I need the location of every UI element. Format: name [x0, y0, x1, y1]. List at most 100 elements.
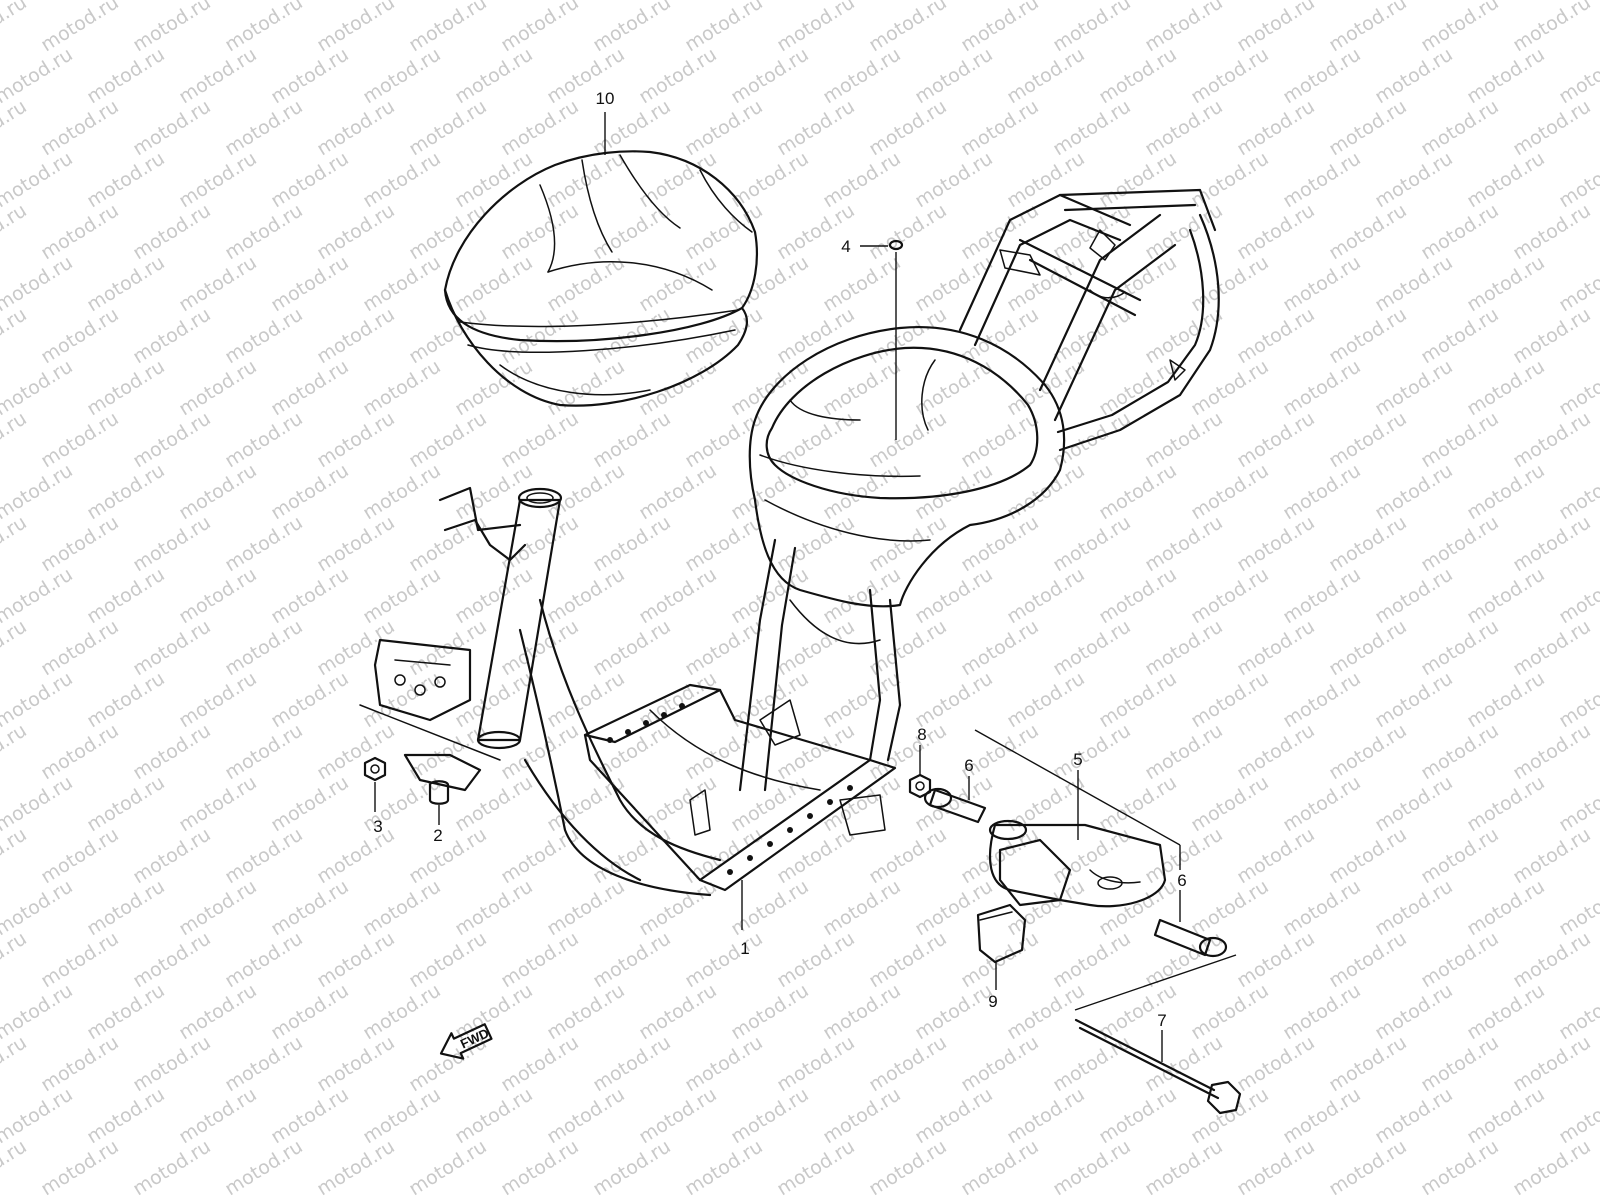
watermark-text: motod.ru: [1049, 823, 1135, 888]
watermark-text: motod.ru: [1279, 147, 1365, 212]
watermark-text: motod.ru: [1279, 355, 1365, 420]
callout-3: 3: [373, 817, 382, 836]
watermark-text: motod.ru: [37, 927, 123, 992]
watermark-text: motod.ru: [175, 251, 261, 316]
watermark-text: motod.ru: [1463, 979, 1549, 1044]
watermark-text: motod.ru: [1049, 1031, 1135, 1096]
watermark-text: motod.ru: [313, 511, 399, 576]
watermark-text: motod.ru: [1509, 823, 1595, 888]
watermark-text: motod.ru: [0, 43, 77, 108]
watermark-text: motod.ru: [267, 251, 353, 316]
watermark-text: motod.ru: [1509, 199, 1595, 264]
watermark-text: motod.ru: [405, 407, 491, 472]
watermark-text: motod.ru: [83, 43, 169, 108]
watermark-text: motod.ru: [221, 719, 307, 784]
watermark-text: motod.ru: [83, 875, 169, 940]
watermark-text: motod.ru: [635, 563, 721, 628]
watermark-text: motod.ru: [1371, 1083, 1457, 1148]
watermark-text: motod.ru: [129, 95, 215, 160]
watermark-text: motod.ru: [359, 771, 445, 836]
watermark-text: motod.ru: [635, 979, 721, 1044]
watermark-text: motod.ru: [1371, 459, 1457, 524]
watermark-text: motod.ru: [267, 43, 353, 108]
watermark-text: motod.ru: [175, 875, 261, 940]
watermark-text: motod.ru: [957, 0, 1043, 56]
watermark-text: motod.ru: [957, 95, 1043, 160]
watermark-text: motod.ru: [451, 43, 537, 108]
watermark-text: motod.ru: [37, 615, 123, 680]
callout-6-left: 6: [964, 756, 973, 775]
watermark-text: motod.ru: [1463, 43, 1549, 108]
watermark-text: motod.ru: [267, 459, 353, 524]
watermark-text: motod.ru: [1279, 43, 1365, 108]
watermark-text: motod.ru: [589, 0, 675, 56]
watermark-text: motod.ru: [0, 303, 31, 368]
watermark-text: motod.ru: [635, 459, 721, 524]
watermark-text: motod.ru: [267, 563, 353, 628]
watermark-text: motod.ru: [1509, 95, 1595, 160]
watermark-text: motod.ru: [221, 0, 307, 56]
watermark-text: motod.ru: [0, 823, 31, 888]
watermark-text: motod.ru: [0, 1083, 77, 1148]
watermark-text: motod.ru: [865, 1031, 951, 1096]
watermark-text: motod.ru: [359, 563, 445, 628]
watermark-text: motod.ru: [175, 1083, 261, 1148]
watermark-text: motod.ru: [1095, 1083, 1181, 1148]
watermark-text: motod.ru: [1141, 0, 1227, 56]
watermark-text: motod.ru: [1325, 0, 1411, 56]
watermark-text: motod.ru: [773, 511, 859, 576]
watermark-text: motod.ru: [1095, 355, 1181, 420]
watermark-text: motod.ru: [1049, 511, 1135, 576]
watermark-text: motod.ru: [497, 0, 583, 56]
watermark-text: motod.ru: [589, 1031, 675, 1096]
watermark-text: motod.ru: [681, 1135, 767, 1200]
watermark-text: motod.ru: [0, 0, 31, 56]
watermark-text: motod.ru: [1003, 979, 1089, 1044]
watermark-text: motod.ru: [1509, 1031, 1595, 1096]
watermark-text: motod.ru: [1003, 355, 1089, 420]
watermark-text: motod.ru: [1417, 615, 1503, 680]
watermark-text: motod.ru: [221, 95, 307, 160]
watermark-text: motod.ru: [1187, 667, 1273, 732]
watermark-text: motod.ru: [1371, 43, 1457, 108]
watermark-text: motod.ru: [497, 927, 583, 992]
watermark-text: motod.ru: [1325, 719, 1411, 784]
watermark-text: motod.ru: [313, 1031, 399, 1096]
watermark-text: motod.ru: [267, 875, 353, 940]
watermark-text: motod.ru: [865, 199, 951, 264]
watermark-text: motod.ru: [1141, 95, 1227, 160]
watermark-text: motod.ru: [819, 875, 905, 940]
watermark-text: motod.ru: [1325, 823, 1411, 888]
watermark-text: motod.ru: [865, 95, 951, 160]
watermark-text: motod.ru: [1233, 927, 1319, 992]
watermark-text: motod.ru: [957, 511, 1043, 576]
watermark-text: motod.ru: [1371, 147, 1457, 212]
watermark-text: motod.ru: [911, 1083, 997, 1148]
watermark-text: motod.ru: [635, 355, 721, 420]
watermark-text: motod.ru: [865, 1135, 951, 1200]
watermark-text: motod.ru: [957, 1135, 1043, 1200]
cover-part: [443, 150, 758, 407]
watermark-text: motod.ru: [83, 563, 169, 628]
watermark-text: motod.ru: [1049, 615, 1135, 680]
watermark-text: motod.ru: [267, 667, 353, 732]
watermark-text: motod.ru: [819, 251, 905, 316]
watermark-text: motod.ru: [1417, 823, 1503, 888]
watermark-text: motod.ru: [359, 43, 445, 108]
watermark-text: motod.ru: [543, 979, 629, 1044]
watermark-text: motod.ru: [911, 979, 997, 1044]
watermark-text: motod.ru: [359, 147, 445, 212]
watermark-text: motod.ru: [0, 407, 31, 472]
watermark-text: motod.ru: [267, 147, 353, 212]
callout-7: 7: [1157, 1011, 1166, 1030]
watermark-text: motod.ru: [451, 147, 537, 212]
watermark-text: motod.ru: [129, 927, 215, 992]
watermark-text: motod.ru: [589, 407, 675, 472]
watermark-text: motod.ru: [1003, 459, 1089, 524]
watermark-text: motod.ru: [957, 407, 1043, 472]
watermark-text: motod.ru: [37, 0, 123, 56]
watermark-text: motod.ru: [0, 927, 31, 992]
watermark-text: motod.ru: [1279, 875, 1365, 940]
watermark-text: motod.ru: [957, 1031, 1043, 1096]
watermark-text: motod.ru: [1463, 1083, 1549, 1148]
